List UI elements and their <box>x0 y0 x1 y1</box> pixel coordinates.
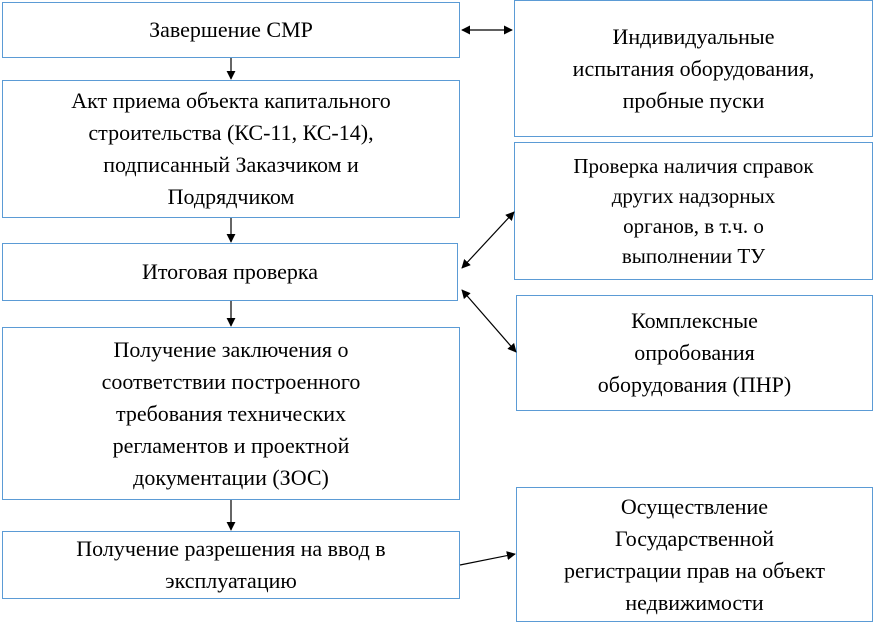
box-state-registration: Осуществление Государственной регистраци… <box>516 487 873 622</box>
box-acceptance-act: Акт приема объекта капитального строител… <box>2 80 460 218</box>
box-smr-completion-label: Завершение СМР <box>149 17 313 42</box>
box-certificates-check-label: Проверка наличия справок других надзорны… <box>573 154 814 268</box>
box-individual-tests-label: Индивидуальные испытания оборудования, п… <box>572 23 815 113</box>
box-zos: Получение заключения о соответствии пост… <box>2 327 460 500</box>
arrow-inspection-certificates <box>461 211 515 269</box>
box-smr-completion: Завершение СМР <box>2 2 460 58</box>
box-certificates-check: Проверка наличия справок других надзорны… <box>514 142 873 280</box>
box-zos-label: Получение заключения о соответствии пост… <box>101 336 361 490</box>
box-commissioning-permit: Получение разрешения на ввод в эксплуата… <box>2 531 460 599</box>
box-individual-tests: Индивидуальные испытания оборудования, п… <box>514 0 873 137</box>
box-commissioning-permit-label: Получение разрешения на ввод в эксплуата… <box>76 536 386 593</box>
box-final-inspection: Итоговая проверка <box>2 243 458 301</box>
arrow-inspection-complex-testing <box>461 289 517 353</box>
arrow-permit-to-registration <box>459 551 516 566</box>
box-complex-testing-label: Комплексные опробования оборудования (ПН… <box>597 308 792 397</box>
box-final-inspection-label: Итоговая проверка <box>141 259 319 284</box>
box-acceptance-act-label: Акт приема объекта капитального строител… <box>71 88 391 209</box>
box-complex-testing: Комплексные опробования оборудования (ПН… <box>516 295 873 411</box>
box-state-registration-label: Осуществление Государственной регистраци… <box>563 493 826 615</box>
